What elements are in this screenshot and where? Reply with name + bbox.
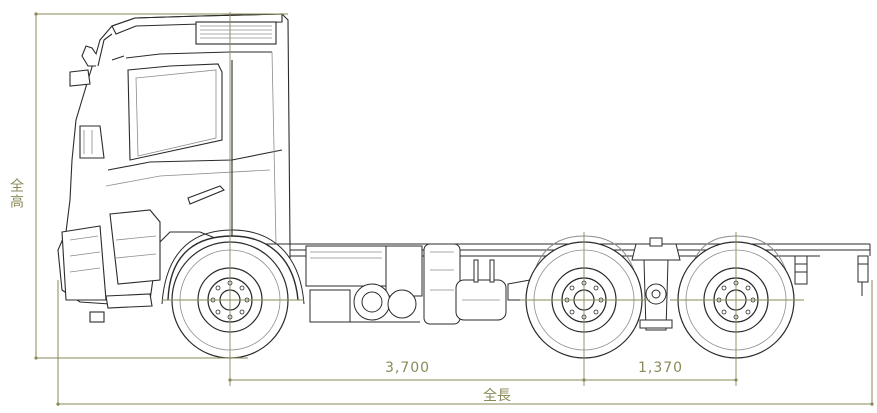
tandem-spacing-value: 1,370 [638, 360, 684, 376]
total-height-label: 全高 [8, 178, 24, 210]
chassis-equipment [305, 243, 531, 325]
length-dimension-line [56, 280, 874, 406]
truck-cab [57, 13, 305, 323]
total-length-label: 全長 [481, 388, 513, 404]
axle-center-lines [162, 12, 804, 386]
wheelbase-value: 3,700 [385, 360, 431, 376]
height-dimension-line [34, 12, 288, 360]
rear-frame-hardware [794, 255, 869, 296]
